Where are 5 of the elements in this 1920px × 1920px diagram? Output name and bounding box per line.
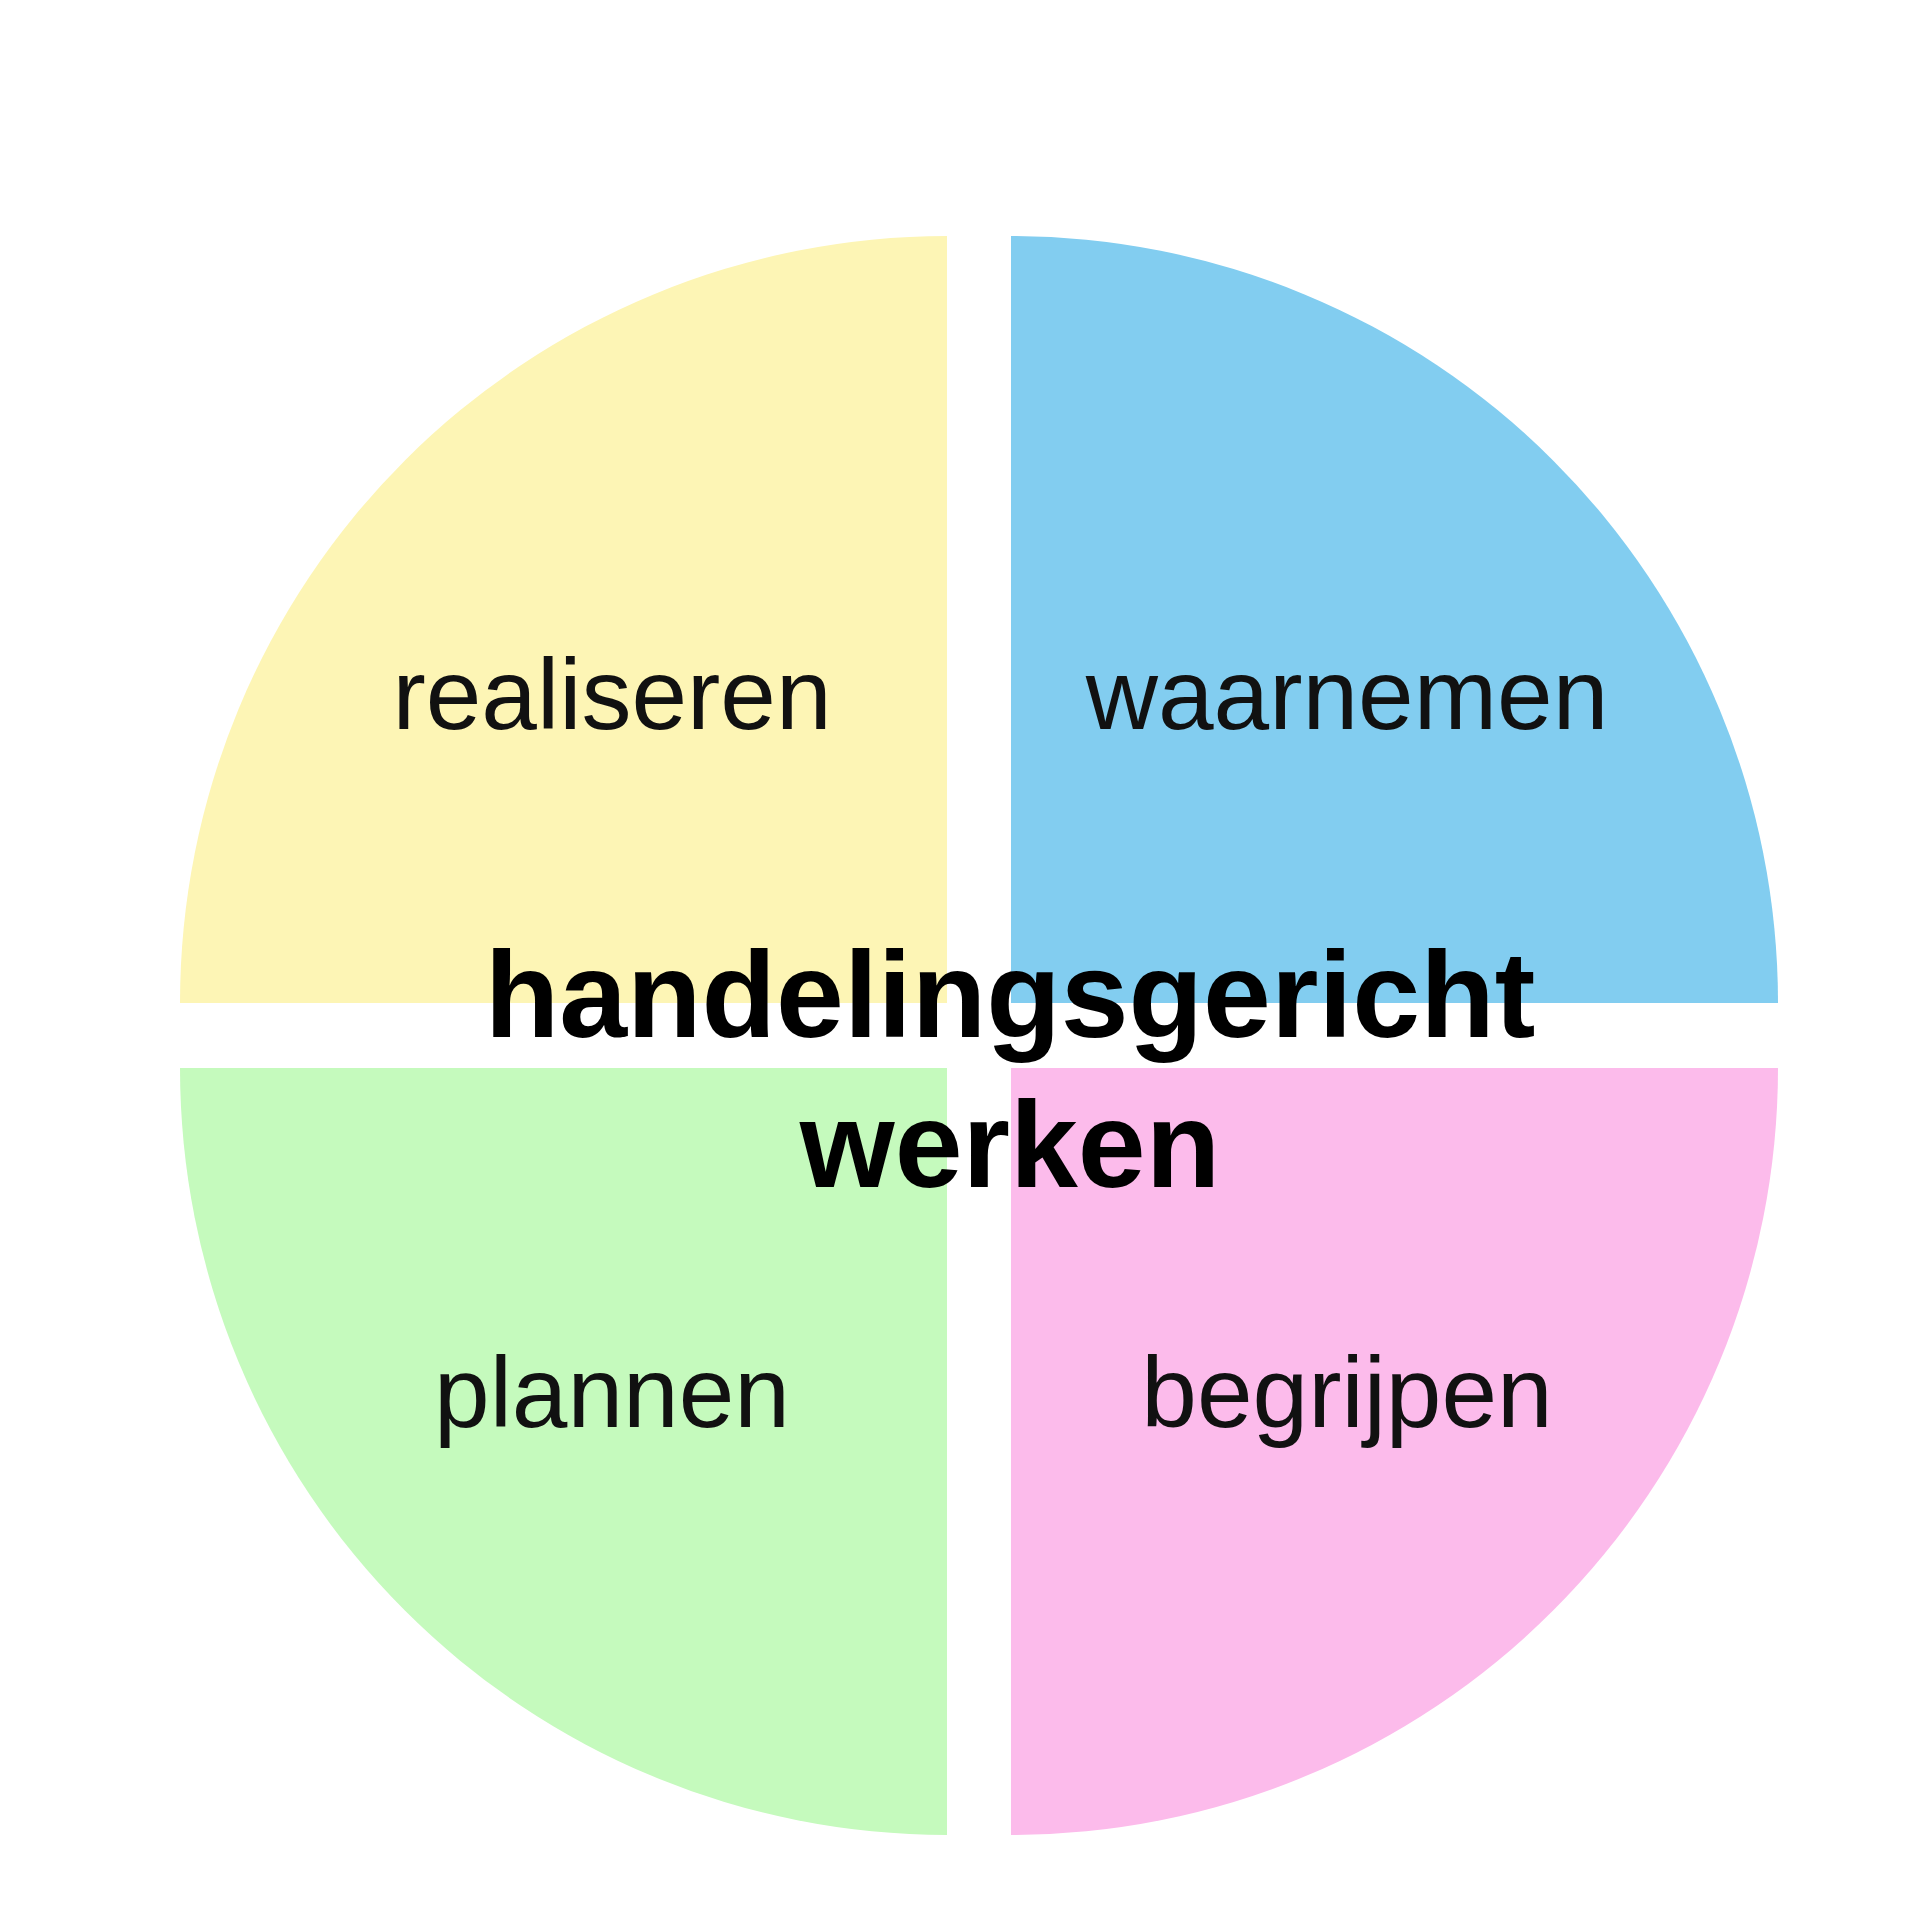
quadrant-label: realiseren <box>392 637 832 752</box>
quadrant-label: waarnemen <box>1085 637 1609 752</box>
diagram-title: handelingsgericht werken <box>483 926 1537 1215</box>
quadrant-label: plannen <box>434 1335 790 1450</box>
quadrant-label: begrijpen <box>1141 1335 1553 1450</box>
